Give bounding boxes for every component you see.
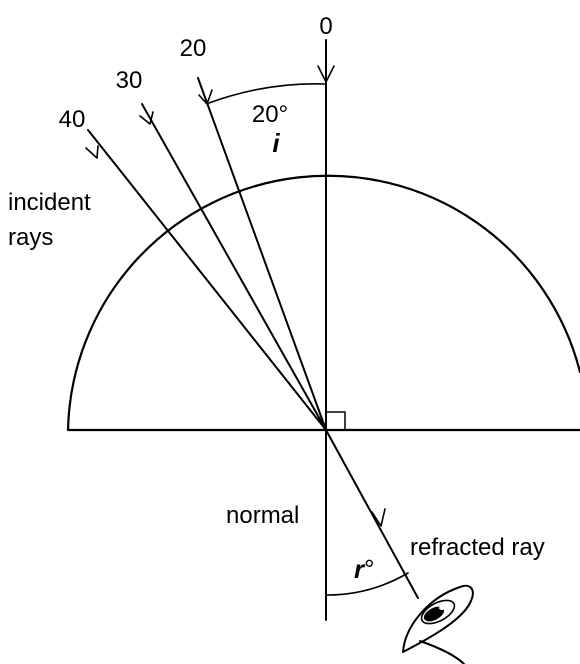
incident-rays-label-line2: rays <box>8 224 53 251</box>
angle-r-degree: ° <box>364 554 374 584</box>
arrowhead-ray-30 <box>139 111 154 125</box>
angle-i-value: 20° <box>252 101 288 128</box>
right-angle-marker <box>325 411 346 431</box>
angle-arc-i <box>208 83 327 104</box>
refracted-ray <box>325 429 419 599</box>
ray-label-0: 0 <box>319 13 332 40</box>
angle-r-symbol: r <box>354 554 366 584</box>
incident-rays-label-line1: incident <box>8 189 91 216</box>
angle-r-label: r° <box>354 554 375 584</box>
angle-arc-r <box>325 572 409 596</box>
eye-icon <box>402 584 474 664</box>
arrowhead-ray-0 <box>317 65 335 83</box>
arrowhead-ray-20 <box>198 89 213 105</box>
incident-ray-40 <box>87 129 327 431</box>
semicircle-block <box>66 174 580 432</box>
arrowhead-ray-40 <box>85 145 99 159</box>
ray-label-30: 30 <box>116 67 143 94</box>
angle-i-symbol: i <box>272 128 280 158</box>
normal-label: normal <box>226 502 299 529</box>
incident-ray-30 <box>141 103 327 431</box>
refracted-ray-label: refracted ray <box>410 534 545 561</box>
ray-label-40: 40 <box>59 106 86 133</box>
ray-label-20: 20 <box>180 35 207 62</box>
incident-ray-20 <box>197 77 327 431</box>
arrowhead-refracted <box>371 508 386 527</box>
